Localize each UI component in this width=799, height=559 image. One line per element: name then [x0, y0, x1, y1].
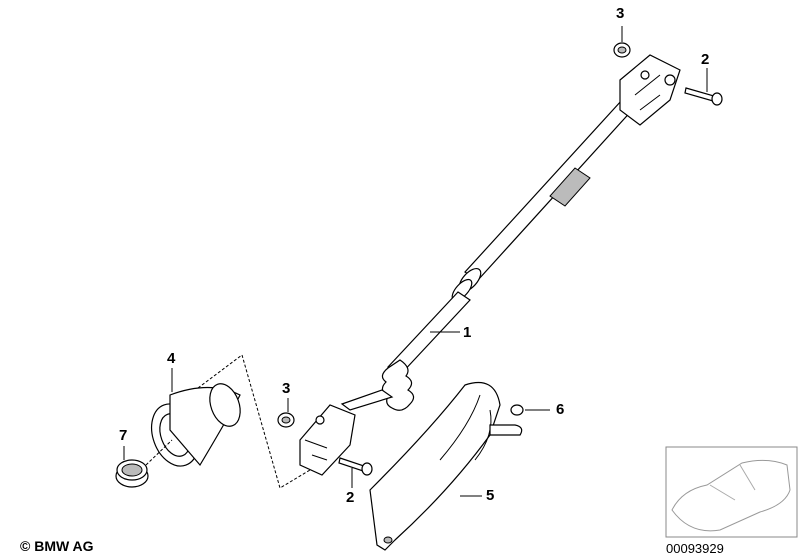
callout-1: 1 [463, 324, 472, 341]
shaft-cover [369, 381, 523, 551]
copyright: © BMW AG [20, 538, 94, 554]
callout-5: 5 [486, 487, 495, 504]
vehicle-inset [665, 446, 798, 538]
nut-icon [510, 404, 550, 416]
bolt-icon [338, 457, 373, 488]
rubber-boot [151, 354, 311, 489]
callout-6: 6 [556, 401, 565, 418]
nut-icon [613, 26, 631, 58]
callout-3-top: 3 [616, 5, 625, 22]
callout-2-lower: 2 [346, 489, 355, 506]
callout-7: 7 [119, 427, 128, 444]
upper-universal-joint [619, 54, 681, 126]
seal-ring [115, 439, 173, 488]
callout-3-lower: 3 [282, 380, 291, 397]
callout-2-top: 2 [701, 51, 710, 68]
bolt-icon [684, 68, 723, 106]
callout-4: 4 [167, 350, 176, 367]
nut-icon [277, 398, 295, 428]
lower-universal-joint [299, 404, 356, 476]
diagram-number: 00093929 [666, 541, 724, 556]
steering-shaft [340, 99, 635, 411]
